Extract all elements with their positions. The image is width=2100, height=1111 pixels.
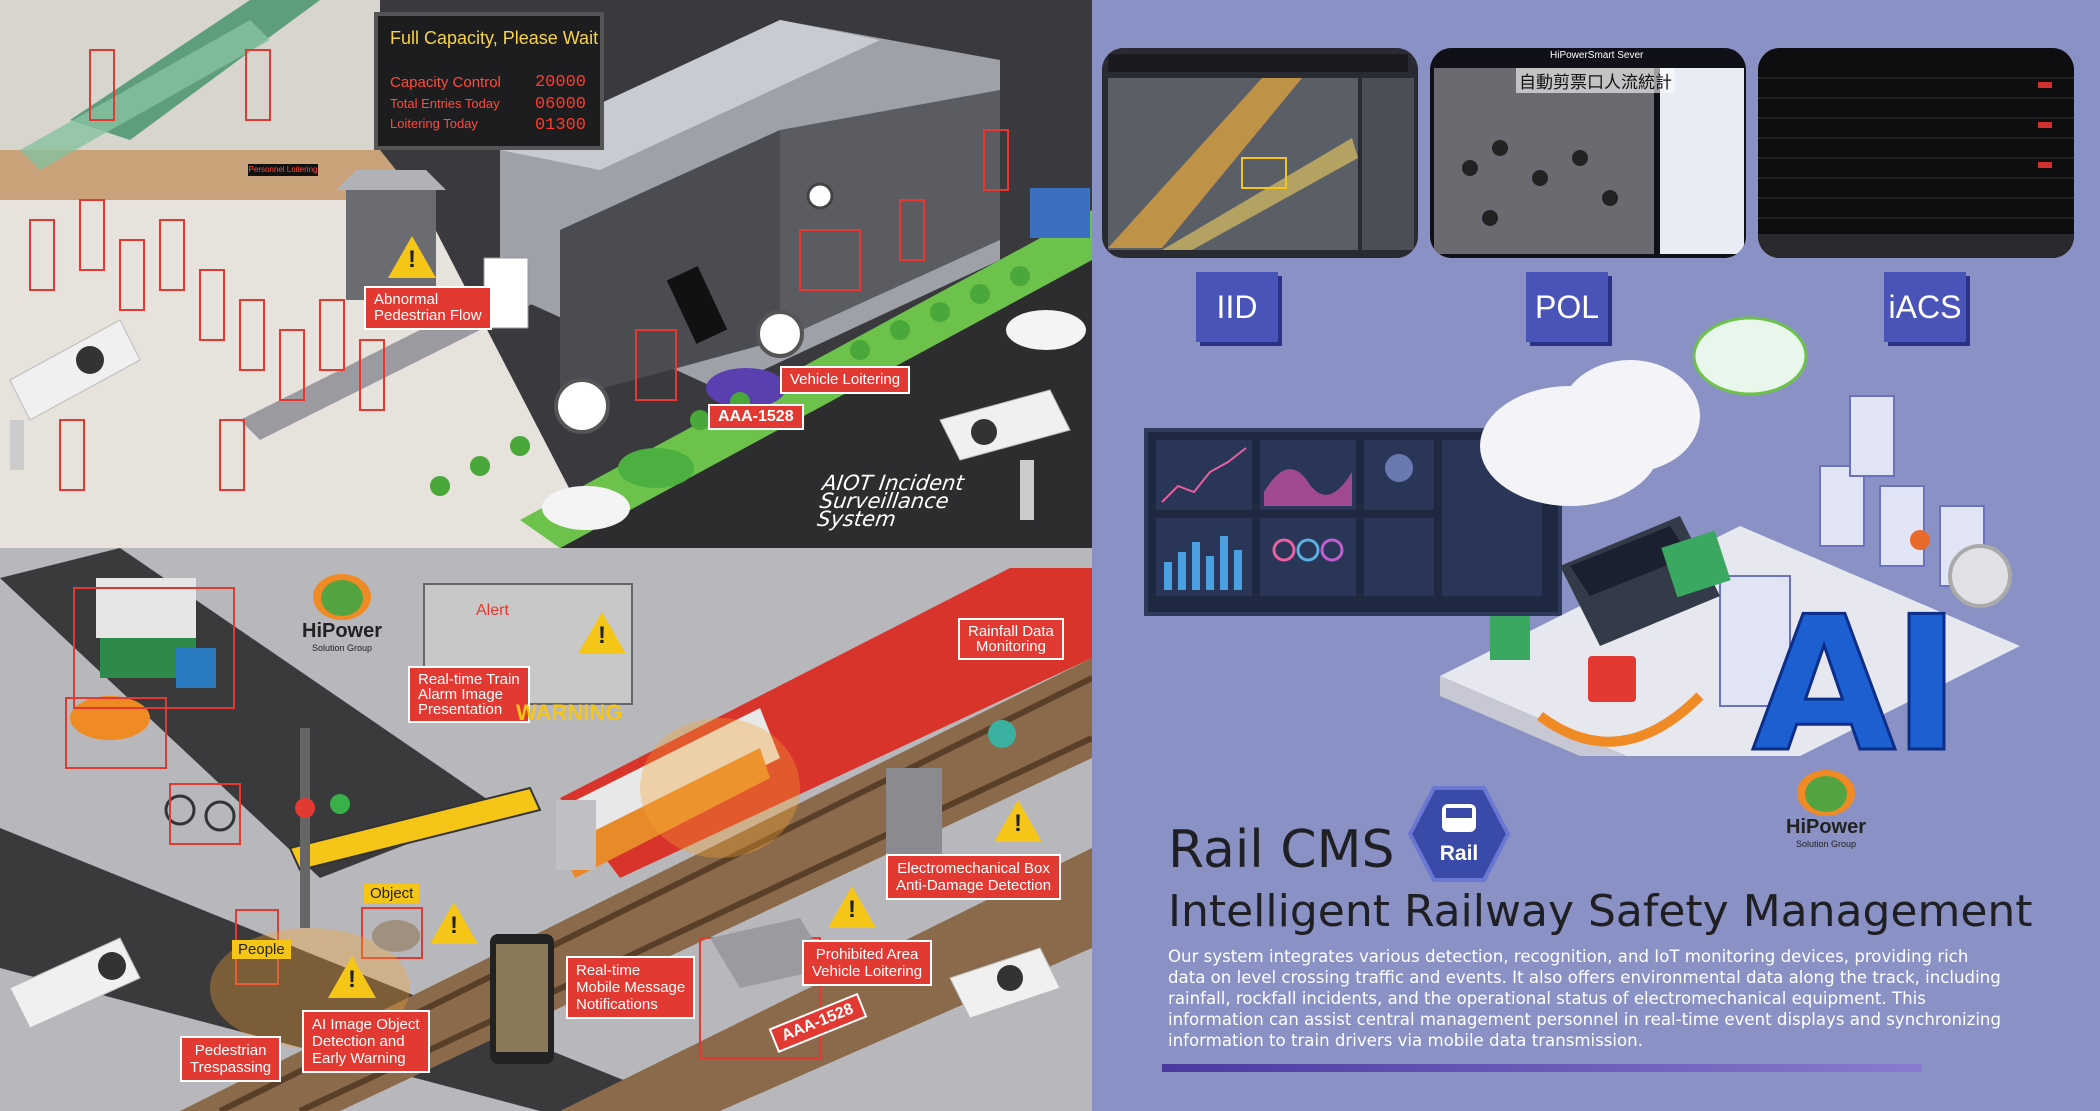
warning-icon: !	[828, 886, 876, 928]
board-row-value: 20000	[534, 73, 586, 92]
prohibited-label: Prohibited Area Vehicle Loitering	[802, 940, 933, 986]
plate-label: AAA-1528	[708, 404, 804, 430]
iid-screen-graphic	[1102, 48, 1418, 258]
elec-box-label: Electromechanical Box Anti-Damage Detect…	[886, 854, 1062, 900]
pol-screen-graphic	[1430, 48, 1746, 258]
warning-text: WARNING	[516, 700, 623, 725]
station-scene: Full Capacity, Please Wait Capacity Cont…	[0, 0, 1092, 548]
dashboard-monitor	[1144, 428, 1562, 616]
divider	[1162, 1064, 1922, 1072]
iacs-screenshot	[1758, 48, 2074, 258]
board-row-value: 01300	[534, 116, 586, 135]
rail-badge	[1408, 786, 1510, 882]
illustration-left: Full Capacity, Please Wait Capacity Cont…	[0, 0, 1092, 1111]
warning-icon: !	[388, 236, 436, 278]
hipower-logo: HiPower Solution Group	[302, 574, 382, 653]
crossing-illustration	[0, 548, 1092, 1111]
crossing-scene: HiPower Solution Group Alert ! Real-time…	[0, 548, 1092, 1111]
alert-text: Alert	[476, 602, 509, 619]
hipower-logo: HiPower Solution Group	[1786, 770, 1866, 849]
train-alarm-label: Real-time Train Alarm Image Presentation	[408, 666, 530, 723]
board-row-label: Loitering Today	[390, 116, 478, 131]
hipower-logo-name: HiPower	[1786, 816, 1867, 838]
object-detect-label: AI Image Object Detection and Early Warn…	[302, 1010, 430, 1073]
hipower-logo-sub: Solution Group	[311, 643, 373, 653]
warning-icon: !	[994, 800, 1042, 842]
hipower-logo-name: HiPower	[302, 620, 383, 642]
ai-graphic-text: AI	[1750, 575, 1962, 795]
pol-screenshot: 自動剪票口人流統計 HiPowerSmart Sever	[1430, 48, 1746, 258]
title-rail-cms: Rail CMS	[1168, 820, 1395, 880]
ai-tech-cluster	[1440, 316, 2020, 756]
tag-pol: POL	[1526, 272, 1608, 342]
tag-iid: IID	[1196, 272, 1278, 342]
abnormal-flow-label: Abnormal Pedestrian Flow	[364, 286, 492, 330]
trespassing-label: Pedestrian Trespassing	[180, 1036, 282, 1082]
board-row-label: Total Entries Today	[390, 96, 500, 111]
warning-icon: !	[430, 902, 478, 944]
pol-caption: 自動剪票口人流統計	[1516, 68, 1675, 93]
iid-screenshot	[1102, 48, 1418, 258]
hipower-logo-mark	[313, 574, 372, 620]
capacity-board: Full Capacity, Please Wait Capacity Cont…	[374, 12, 604, 150]
rainfall-label: Rainfall Data Monitoring	[958, 618, 1064, 660]
board-row-value: 06000	[534, 95, 586, 114]
board-title: Full Capacity, Please Wait	[390, 28, 599, 48]
warning-icon: !	[328, 956, 376, 998]
people-tag: People	[232, 940, 291, 959]
hipower-logo-sub: Solution Group	[1795, 839, 1857, 849]
object-tag: Object	[364, 884, 420, 903]
personnel-loitering-sign: Personnel Loitering	[248, 164, 318, 176]
dashboard-graphic	[1148, 432, 1550, 604]
mobile-notify-label: Real-time Mobile Message Notifications	[566, 956, 696, 1019]
warning-icon: !	[578, 612, 626, 654]
hipower-logo-mark	[1797, 770, 1856, 816]
vehicle-loitering-label: Vehicle Loitering	[780, 366, 911, 394]
pol-header: HiPowerSmart Sever	[1550, 50, 1644, 61]
system-title: AIOT Incident Surveillance System	[815, 471, 966, 531]
board-row-label: Capacity Control	[390, 74, 501, 91]
rail-badge-label: Rail	[1439, 842, 1479, 865]
title-intelligent-railway: Intelligent Railway Safety Management	[1168, 886, 2033, 937]
tag-iacs: iACS	[1884, 272, 1966, 342]
description: Our system integrates various detection,…	[1168, 947, 2001, 1050]
iacs-screen-graphic	[1758, 48, 2074, 258]
